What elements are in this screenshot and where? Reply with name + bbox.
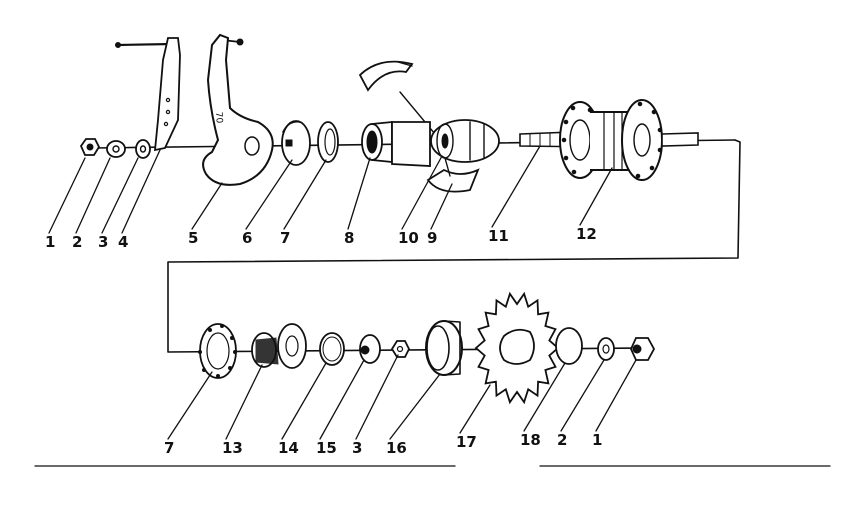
- leader-top-10: [491, 145, 541, 228]
- leader-bottom-8: [560, 359, 605, 432]
- callout-top-3: 4: [118, 233, 128, 251]
- brake-arm-stamp: 70: [213, 112, 224, 124]
- leader-bottom-6: [459, 384, 491, 434]
- callout-bottom-6: 17: [456, 433, 477, 451]
- part-sprocket: [474, 291, 560, 405]
- callout-top-9: 9: [427, 229, 437, 247]
- callout-top-5: 6: [242, 229, 252, 247]
- callout-top-8: 10: [398, 229, 419, 247]
- leader-bottom-5: [389, 373, 441, 440]
- callout-bottom-5: 16: [386, 439, 407, 457]
- callout-top-11: 12: [576, 225, 597, 243]
- leader-bottom-4: [355, 354, 399, 440]
- callout-bottom-0: 7: [164, 439, 174, 457]
- callout-top-7: 8: [344, 229, 354, 247]
- leader-top-1: [75, 157, 111, 234]
- leader-top-3: [121, 149, 161, 234]
- leader-top-7: [347, 157, 371, 230]
- part-dust-washer: [319, 332, 345, 366]
- leader-bottom-9: [595, 359, 637, 432]
- part-retaining-ring: [425, 320, 463, 376]
- part-hub-shell: [559, 99, 699, 181]
- leader-top-5: [245, 159, 293, 230]
- part-axle-nut-top: [79, 138, 101, 156]
- part-bearing-ring-bottom: [198, 323, 237, 379]
- callout-bottom-7: 18: [520, 431, 541, 449]
- part-dust-cap-top: [281, 120, 311, 166]
- part-cone-bottom: [359, 334, 381, 364]
- callout-bottom-2: 14: [278, 439, 299, 457]
- leader-bottom-2: [281, 362, 327, 440]
- callout-top-10: 11: [488, 227, 509, 245]
- callout-top-0: 1: [45, 233, 55, 251]
- callout-top-2: 3: [98, 233, 108, 251]
- part-driver-boss: [251, 323, 307, 369]
- part-washer-bottom-small: [597, 337, 615, 361]
- leader-top-0: [48, 157, 86, 234]
- part-lock-nut-bottom: [390, 340, 411, 358]
- leader-top-6: [283, 159, 327, 230]
- leader-bottom-0: [167, 371, 213, 440]
- leader-top-8: [401, 155, 443, 230]
- callout-bottom-3: 15: [316, 439, 337, 457]
- leader-bottom-1: [225, 364, 263, 440]
- callout-bottom-4: 3: [352, 439, 362, 457]
- callout-top-6: 7: [280, 229, 290, 247]
- part-washer-bottom-large: [555, 327, 583, 365]
- leader-top-11: [579, 167, 613, 226]
- callout-top-1: 2: [72, 233, 82, 251]
- callout-top-4: 5: [188, 229, 198, 247]
- leader-top-9: [430, 183, 453, 230]
- part-lock-washer-top: [135, 139, 151, 159]
- leader-bottom-3: [319, 359, 365, 440]
- leader-lines: [48, 145, 637, 440]
- part-clamp-plate: [115, 37, 181, 152]
- part-washer-top: [106, 140, 126, 158]
- part-bearing-ring-top: [317, 121, 339, 163]
- part-brake-driver: [391, 119, 500, 167]
- part-cone-top: [361, 121, 393, 163]
- callout-bottom-9: 1: [592, 431, 602, 449]
- leader-top-2: [101, 157, 139, 234]
- callout-bottom-8: 2: [557, 431, 567, 449]
- part-axle-nut-bottom: [630, 337, 656, 361]
- part-brake-arm: 70: [202, 33, 274, 186]
- leader-bottom-7: [523, 362, 566, 432]
- callout-bottom-1: 13: [222, 439, 243, 457]
- leader-top-4: [191, 182, 223, 230]
